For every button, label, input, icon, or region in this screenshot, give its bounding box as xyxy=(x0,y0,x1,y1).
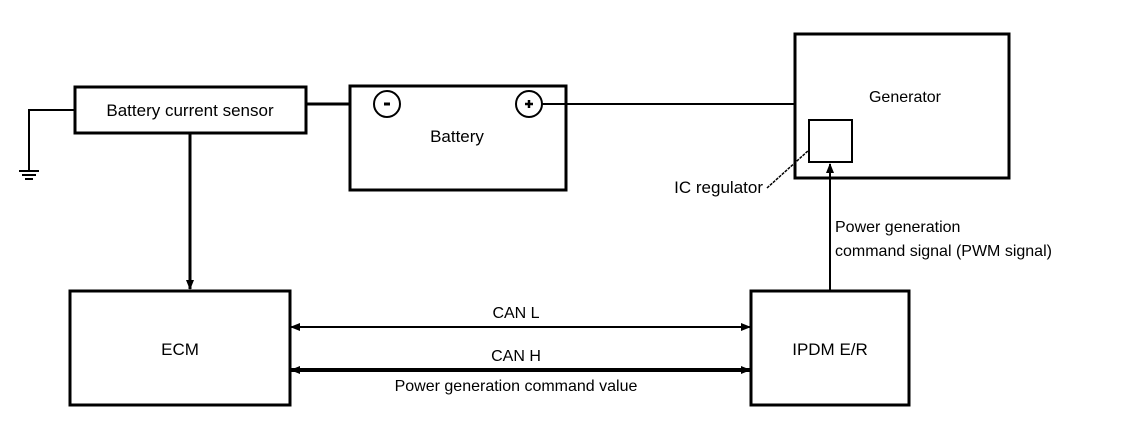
pwm-signal-label-line2: command signal (PWM signal) xyxy=(835,243,1052,260)
battery-current-sensor-box: Battery current sensor xyxy=(73,85,308,135)
positive-terminal-icon xyxy=(515,90,543,118)
pwm-signal-label-line1: Power generation xyxy=(835,219,960,236)
ic-regulator-box xyxy=(808,119,853,163)
can-l-label: CAN L xyxy=(492,305,539,322)
ecm-box: ECM xyxy=(68,289,292,407)
ecm-label: ECM xyxy=(161,340,199,359)
ground-wire xyxy=(28,109,74,170)
battery-label: Battery xyxy=(430,127,484,146)
ic-regulator-leader xyxy=(766,149,810,189)
battery-box: Battery xyxy=(348,84,568,192)
negative-terminal-icon xyxy=(373,90,401,118)
power-generation-command-value-label: Power generation command value xyxy=(395,378,638,395)
generator-label: Generator xyxy=(869,89,942,106)
ipdm-label: IPDM E/R xyxy=(792,340,868,359)
ipdm-box: IPDM E/R xyxy=(749,289,911,407)
ground-icon xyxy=(19,170,39,180)
generator-box: Generator xyxy=(793,32,1011,180)
can-h-label: CAN H xyxy=(491,348,541,365)
battery-current-sensor-label: Battery current sensor xyxy=(106,101,274,120)
ic-regulator-label: IC regulator xyxy=(674,178,763,197)
